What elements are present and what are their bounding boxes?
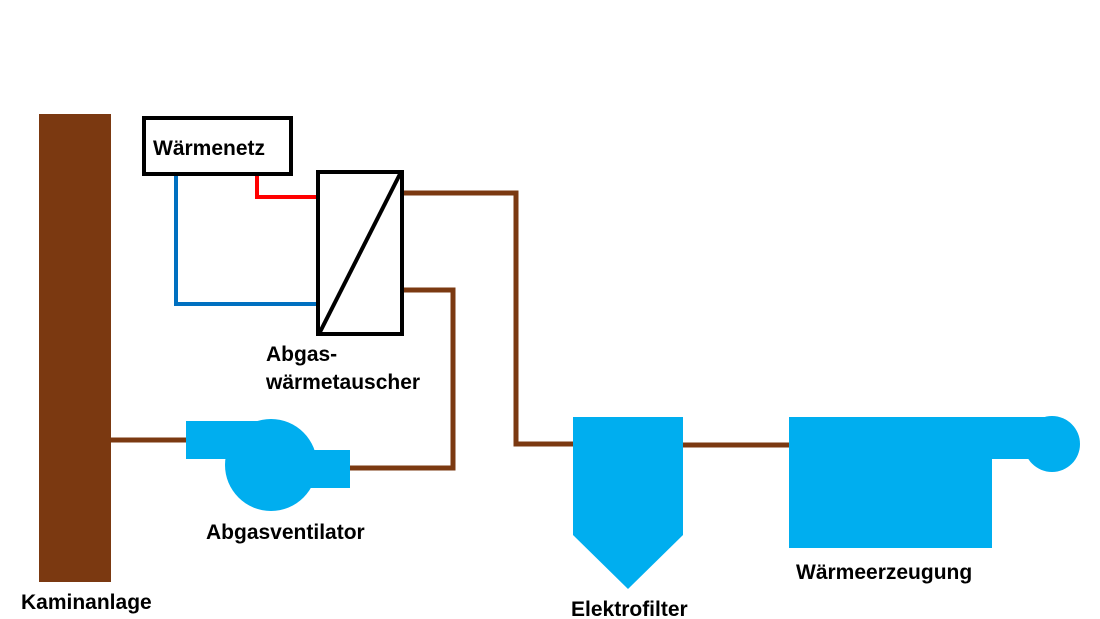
filter-label: Elektrofilter (571, 598, 688, 619)
heat-exchanger-diagonal (318, 173, 402, 333)
heat-generation-unit (789, 416, 1080, 548)
return-line (174, 175, 318, 306)
heat-exchanger (316, 170, 404, 336)
heat-generation-label: Wärmeerzeugung (796, 561, 972, 584)
heat-network-box (142, 116, 293, 176)
chimney (39, 114, 111, 582)
chimney-label: Kaminanlage (21, 591, 152, 614)
exhaust-fan (186, 419, 350, 511)
flue-gas-pipes (111, 190, 790, 471)
pipe-fan-to-exchanger (349, 287, 456, 471)
electrostatic-filter (573, 417, 683, 589)
heat-generation-fan (1024, 416, 1080, 472)
fan-outlet (300, 450, 350, 488)
heat-network-label: Wärmenetz (153, 137, 265, 160)
pipe-exchanger-to-filter (403, 190, 573, 447)
heat-exchanger-label-line2: wärmetauscher (265, 371, 420, 394)
fan-label: Abgasventilator (206, 521, 365, 544)
heat-exchanger-label-line1: Abgas- (266, 343, 337, 366)
heat-generation-body (789, 417, 992, 548)
fan-inlet (186, 421, 261, 459)
supply-line (255, 175, 318, 199)
